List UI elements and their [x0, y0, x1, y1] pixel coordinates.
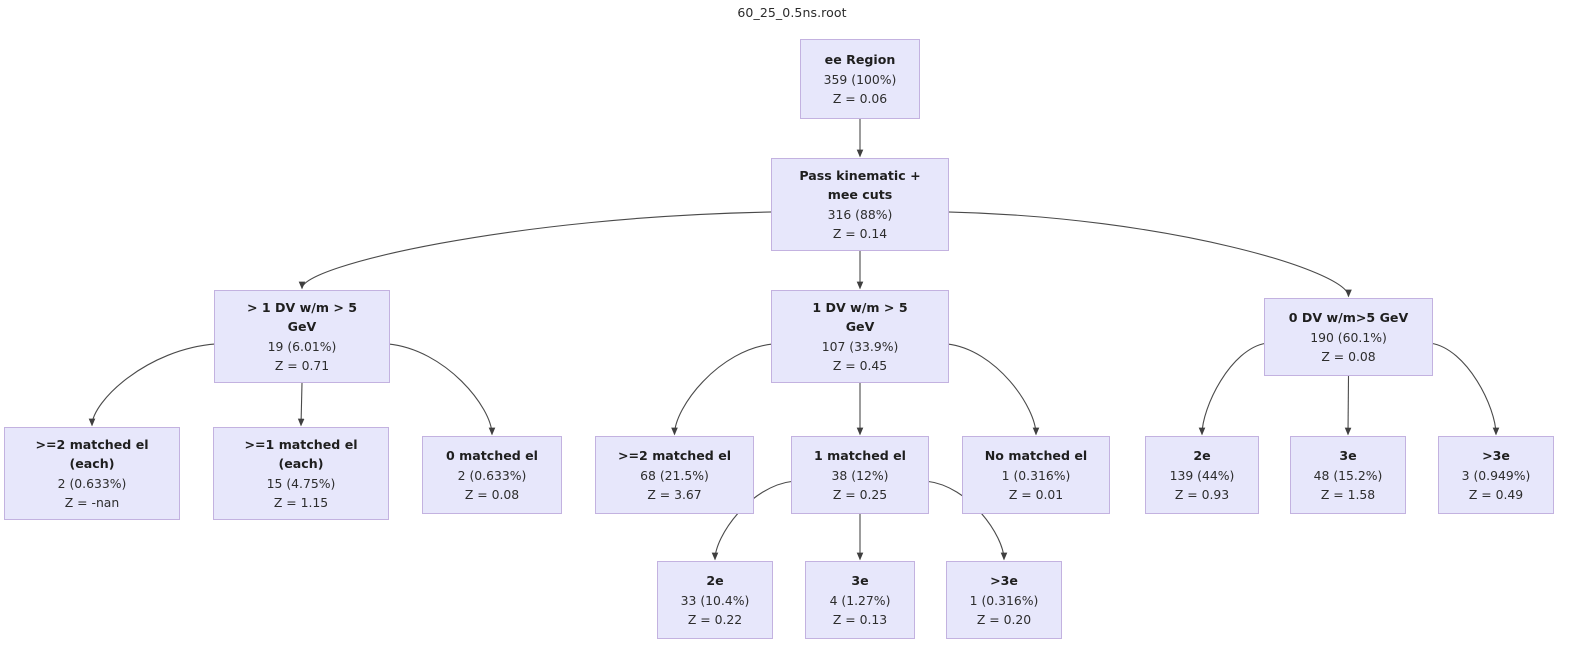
node-significance: Z = 0.08 [1321, 348, 1376, 364]
flow-edge-dv_0-to-z0_3e [1344, 375, 1352, 436]
node-count: 2 (0.633%) [57, 475, 127, 491]
node-significance: Z = 0.93 [1174, 486, 1230, 502]
node-significance: Z = 3.67 [647, 486, 702, 502]
node-count: 48 (15.2%) [1313, 467, 1383, 483]
node-significance: Z = 0.01 [1008, 486, 1064, 502]
node-count: 107 (33.9%) [821, 338, 899, 354]
flow-node-z0_gt3e[interactable]: >3e 3 (0.949%) Z = 0.49 [1438, 436, 1554, 514]
node-label: >=1 matched el (each) [244, 436, 358, 472]
node-significance: Z = 0.49 [1468, 486, 1524, 502]
node-significance: Z = 0.06 [832, 90, 888, 106]
flow-edge-kin-to-dv_gt1 [298, 211, 774, 290]
flow-node-dv_eq1[interactable]: 1 DV w/m > 5 GeV 107 (33.9%) Z = 0.45 [771, 290, 949, 383]
node-label: > 1 DV w/m > 5 GeV [246, 299, 358, 335]
node-count: 68 (21.5%) [640, 467, 709, 483]
node-count: 2 (0.633%) [457, 467, 527, 483]
node-label: 1 DV w/m > 5 GeV [812, 299, 908, 335]
flow-node-m_ge2_each[interactable]: >=2 matched el (each) 2 (0.633%) Z = -nan [4, 427, 180, 520]
flow-node-m_ge1_each[interactable]: >=1 matched el (each) 15 (4.75%) Z = 1.15 [213, 427, 389, 520]
flow-edge-dv_gt1-to-m_ge1_each [297, 382, 305, 427]
flow-edge-dv_0-to-z0_gt3e [1430, 342, 1500, 436]
flow-edge-dv_eq1-to-m_none [946, 343, 1040, 436]
node-count: 316 (88%) [827, 206, 893, 222]
node-significance: Z = 0.08 [464, 486, 520, 502]
flow-node-m_0_a[interactable]: 0 matched el 2 (0.633%) Z = 0.08 [422, 436, 562, 514]
flow-edge-dv_0-to-z0_2e [1198, 342, 1267, 436]
flow-node-m_1[interactable]: 1 matched el 38 (12%) Z = 0.25 [791, 436, 929, 514]
node-label: 2e [706, 573, 724, 589]
node-label: 2e [1193, 448, 1211, 464]
flow-node-m_ge2[interactable]: >=2 matched el 68 (21.5%) Z = 3.67 [595, 436, 754, 514]
node-significance: Z = -nan [64, 495, 120, 511]
flow-node-kin[interactable]: Pass kinematic + mee cuts 316 (88%) Z = 0.… [771, 158, 949, 251]
node-label: >=2 matched el [617, 448, 732, 464]
flow-node-dv_gt1[interactable]: > 1 DV w/m > 5 GeV 19 (6.01%) Z = 0.71 [214, 290, 390, 383]
flow-edge-dv_gt1-to-m_ge2_each [88, 343, 217, 427]
flow-edge-kin-to-dv_0 [946, 211, 1352, 298]
flow-node-m1_3e[interactable]: 3e 4 (1.27%) Z = 0.13 [805, 561, 915, 639]
flow-node-z0_2e[interactable]: 2e 139 (44%) Z = 0.93 [1145, 436, 1259, 514]
node-count: 15 (4.75%) [266, 475, 336, 491]
node-label: 1 matched el [813, 448, 907, 464]
node-label: 0 DV w/m>5 GeV [1288, 310, 1409, 326]
node-label: >=2 matched el (each) [35, 436, 149, 472]
node-label: 3e [851, 573, 869, 589]
node-significance: Z = 1.58 [1320, 486, 1376, 502]
flow-node-dv_0[interactable]: 0 DV w/m>5 GeV 190 (60.1%) Z = 0.08 [1264, 298, 1433, 376]
flow-edge-dv_gt1-to-m_0_a [387, 343, 496, 436]
node-significance: Z = 0.13 [832, 611, 888, 627]
node-count: 19 (6.01%) [267, 338, 337, 354]
node-significance: Z = 0.25 [832, 486, 888, 502]
node-count: 1 (0.316%) [1001, 467, 1071, 483]
flow-node-z0_3e[interactable]: 3e 48 (15.2%) Z = 1.58 [1290, 436, 1406, 514]
node-label: 3e [1339, 448, 1357, 464]
node-label: 0 matched el [445, 448, 539, 464]
node-count: 359 (100%) [823, 71, 897, 87]
flow-edge-dv_eq1-to-m_ge2 [671, 343, 774, 436]
node-significance: Z = 0.71 [274, 358, 330, 374]
node-count: 190 (60.1%) [1310, 329, 1387, 345]
node-count: 3 (0.949%) [1461, 467, 1531, 483]
node-count: 38 (12%) [831, 467, 889, 483]
flow-node-root[interactable]: ee Region 359 (100%) Z = 0.06 [800, 39, 920, 119]
node-significance: Z = 0.45 [832, 358, 888, 374]
node-count: 33 (10.4%) [680, 592, 750, 608]
page-title: 60_25_0.5ns.root [737, 5, 847, 20]
node-significance: Z = 0.14 [832, 226, 888, 242]
node-count: 4 (1.27%) [829, 592, 891, 608]
node-label: Pass kinematic + mee cuts [799, 167, 921, 203]
node-significance: Z = 0.22 [687, 611, 743, 627]
flow-node-m1_gt3e[interactable]: >3e 1 (0.316%) Z = 0.20 [946, 561, 1062, 639]
node-label: No matched el [984, 448, 1088, 464]
node-significance: Z = 0.20 [976, 611, 1032, 627]
node-label: >3e [1482, 448, 1510, 464]
flow-node-m1_2e[interactable]: 2e 33 (10.4%) Z = 0.22 [657, 561, 773, 639]
node-significance: Z = 1.15 [273, 495, 329, 511]
node-label: >3e [990, 573, 1018, 589]
node-label: ee Region [824, 52, 896, 68]
node-count: 1 (0.316%) [969, 592, 1039, 608]
flow-node-m_none[interactable]: No matched el 1 (0.316%) Z = 0.01 [962, 436, 1110, 514]
node-count: 139 (44%) [1169, 467, 1235, 483]
